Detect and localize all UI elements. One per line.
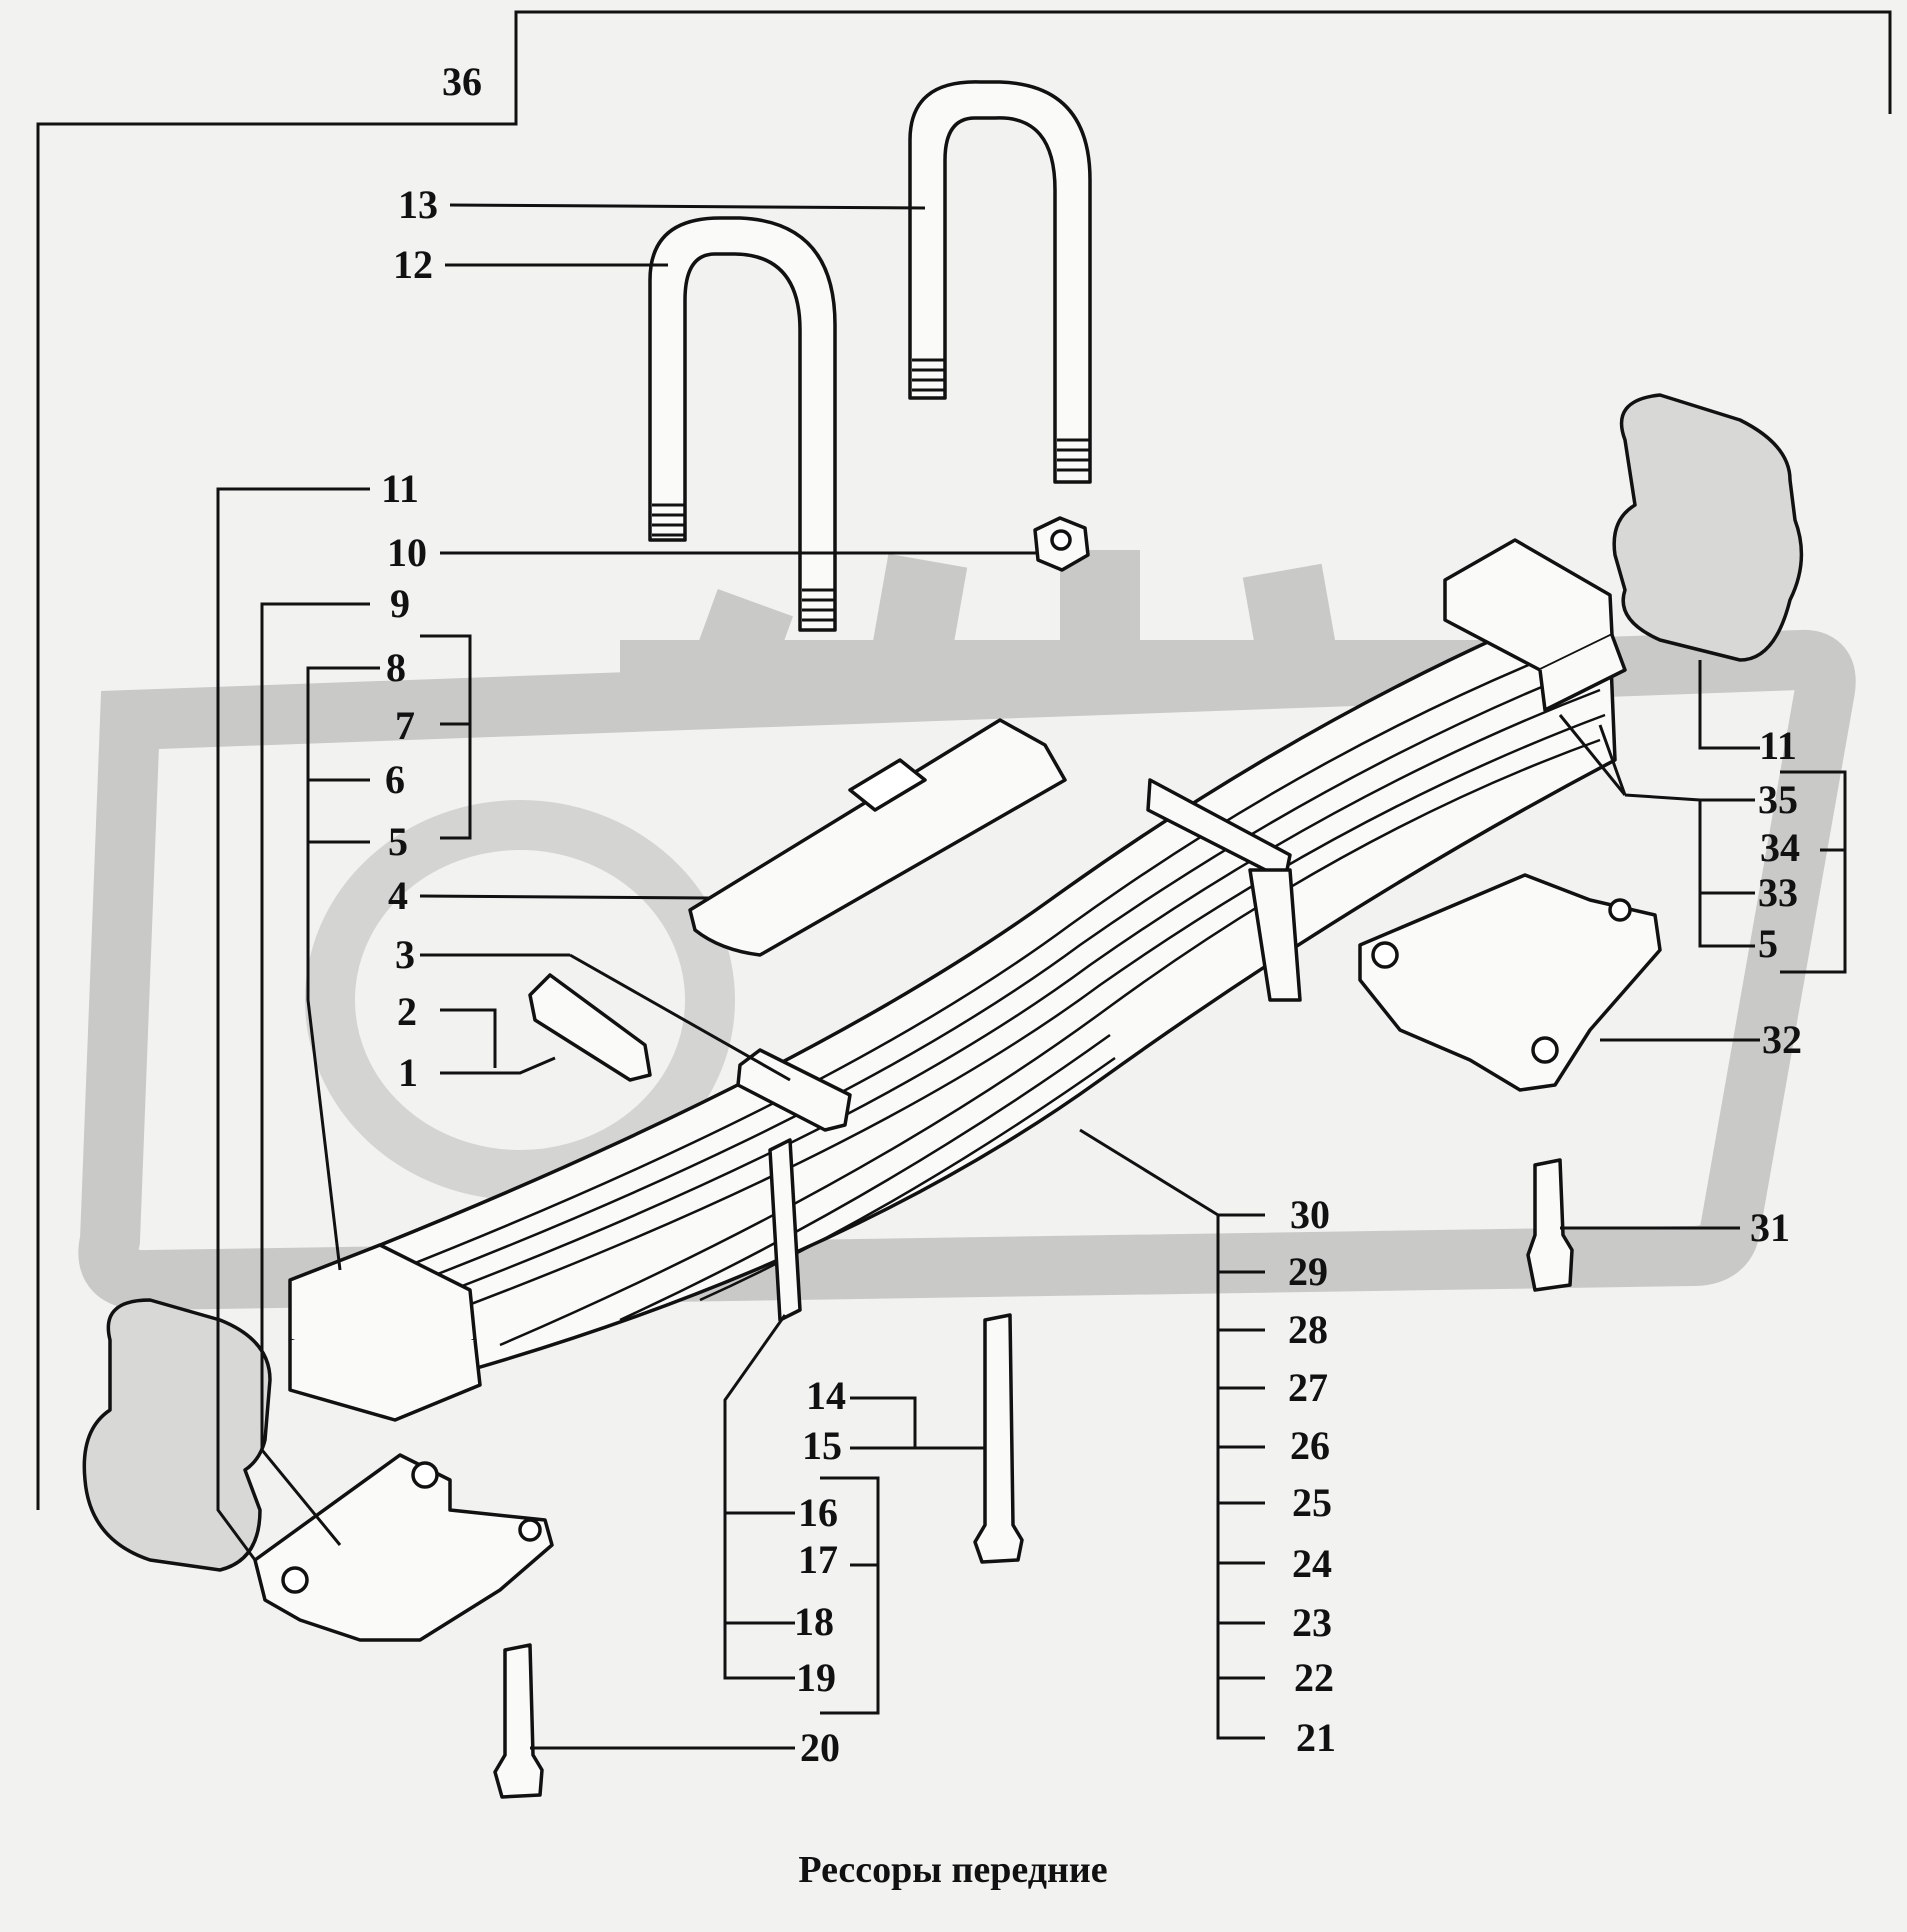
label-29: 29 (1288, 1249, 1328, 1294)
label-12: 12 (393, 242, 433, 287)
lower-pad-left (253, 1453, 554, 1642)
label-28: 28 (1288, 1307, 1328, 1352)
label-13: 13 (398, 182, 438, 227)
bolt-31 (1526, 1158, 1574, 1292)
label-27: 27 (1288, 1365, 1328, 1410)
bolt-14-15 (973, 1313, 1024, 1564)
label-18: 18 (794, 1599, 834, 1644)
leaf-spring-pack (298, 608, 1617, 1380)
label-35: 35 (1758, 777, 1798, 822)
label-20: 20 (800, 1725, 840, 1770)
label-34: 34 (1760, 825, 1800, 870)
saddle-4 (688, 718, 1067, 957)
spring-clamp (768, 1138, 802, 1322)
label-5-right: 5 (1758, 921, 1778, 966)
label-7: 7 (395, 703, 415, 748)
bolt-20 (493, 1643, 544, 1799)
label-26: 26 (1290, 1423, 1330, 1468)
leader-lines (216, 203, 1847, 1750)
label-4: 4 (388, 873, 408, 918)
label-2: 2 (397, 989, 417, 1034)
rubber-bumper-right (1612, 393, 1804, 662)
label-5: 5 (388, 819, 408, 864)
label-22: 22 (1294, 1655, 1334, 1700)
label-31: 31 (1750, 1205, 1790, 1250)
label-15: 15 (802, 1423, 842, 1468)
label-17: 17 (798, 1537, 838, 1582)
label-11: 11 (381, 466, 419, 511)
label-14: 14 (806, 1373, 846, 1418)
label-8: 8 (386, 645, 406, 690)
sheet-border (36, 10, 1892, 1510)
label-33: 33 (1758, 870, 1798, 915)
label-19: 19 (796, 1655, 836, 1700)
label-11-right: 11 (1759, 723, 1797, 768)
label-24: 24 (1292, 1541, 1332, 1586)
bolt-1 (528, 973, 652, 1082)
watermark-logo (78, 550, 1856, 1311)
label-16: 16 (798, 1490, 838, 1535)
label-21: 21 (1296, 1715, 1336, 1760)
label-6: 6 (385, 757, 405, 802)
label-10: 10 (387, 530, 427, 575)
label-1: 1 (398, 1050, 418, 1095)
sleeve-3 (736, 1048, 852, 1132)
sheet-number: 36 (442, 59, 482, 104)
label-25: 25 (1292, 1480, 1332, 1525)
rubber-bumper-left (82, 1298, 272, 1572)
label-3: 3 (395, 932, 415, 977)
label-32: 32 (1762, 1017, 1802, 1062)
label-30: 30 (1290, 1192, 1330, 1237)
u-bolt-13 (908, 80, 1092, 484)
label-23: 23 (1292, 1600, 1332, 1645)
u-bolt-12 (648, 216, 837, 632)
diagram-caption: Рессоры передние (798, 1849, 1108, 1891)
lower-pad-32 (1358, 873, 1662, 1092)
label-9: 9 (390, 581, 410, 626)
